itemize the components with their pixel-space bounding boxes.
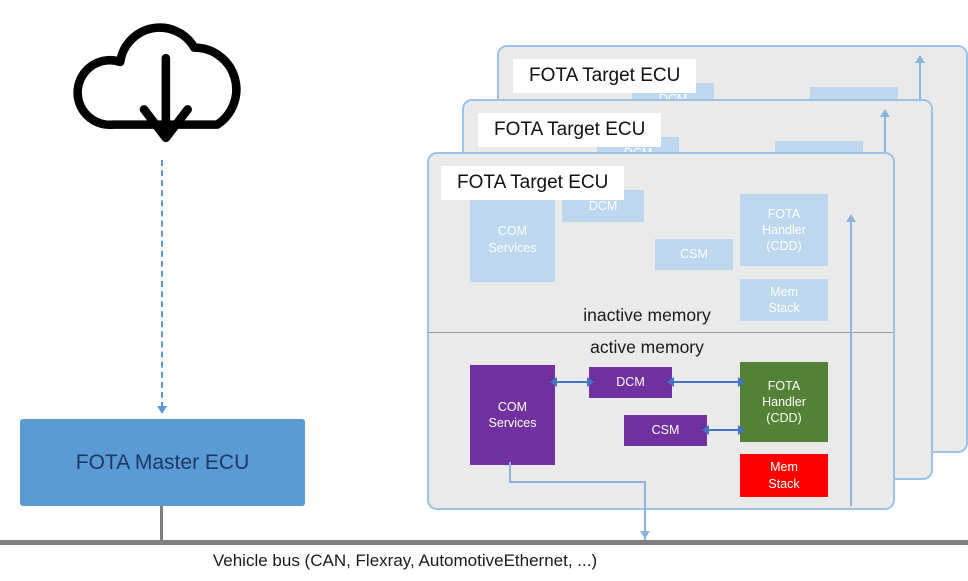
vehicle-bus-label: Vehicle bus (CAN, Flexray, AutomotiveEth… <box>212 551 598 570</box>
target-ecu-card-front: COM Services DCM CSM FOTA Handler (CDD) … <box>427 152 895 510</box>
inactive-fota-handler-box: FOTA Handler (CDD) <box>740 194 828 266</box>
bus-up-arrow-front <box>846 214 856 506</box>
target-ecu-card-label: FOTA Target ECU <box>478 113 662 147</box>
dcm-fota-arrow <box>667 377 745 387</box>
active-fota-handler-box: FOTA Handler (CDD) <box>740 362 828 442</box>
cloud-download-icon <box>73 23 241 143</box>
target-ecu-card-label: FOTA Target ECU <box>513 59 697 93</box>
csm-fota-arrow <box>702 425 745 435</box>
com-dcm-arrow <box>550 377 594 387</box>
active-memory-label: active memory <box>590 337 704 357</box>
com-bus-connector-arrowhead <box>640 531 650 539</box>
cloud-to-master-connector <box>161 160 163 408</box>
cloud-to-master-arrowhead <box>157 406 167 414</box>
target-ecu-card-label: FOTA Target ECU <box>441 166 625 200</box>
master-bus-connector <box>160 506 163 542</box>
inactive-memory-label: inactive memory <box>583 305 711 325</box>
inactive-mem-stack-box: Mem Stack <box>740 279 828 321</box>
memory-divider <box>429 332 893 333</box>
active-csm-box: CSM <box>624 415 707 446</box>
active-mem-stack-box: Mem Stack <box>740 454 828 497</box>
fota-master-ecu-label: FOTA Master ECU <box>75 450 250 474</box>
com-bus-connector-vertical1 <box>509 462 511 481</box>
vehicle-bus-line <box>0 540 968 545</box>
com-bus-connector-vertical2 <box>644 481 646 541</box>
active-com-services-box: COM Services <box>470 365 555 465</box>
fota-master-ecu-box: FOTA Master ECU <box>20 419 305 506</box>
active-dcm-box: DCM <box>589 367 672 398</box>
inactive-csm-box: CSM <box>655 239 733 270</box>
com-bus-connector-horizontal <box>509 481 646 483</box>
inactive-com-services-box: COM Services <box>470 197 555 282</box>
